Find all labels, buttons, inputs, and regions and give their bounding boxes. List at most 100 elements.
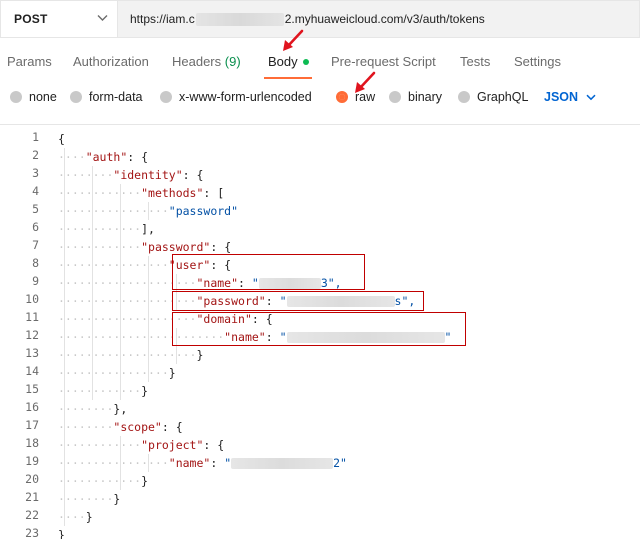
json-body[interactable]: { ····"auth": { ········"identity": { ··… (58, 125, 638, 539)
code-line: } (58, 526, 65, 539)
radio-label: raw (355, 90, 376, 104)
url-input[interactable]: https://iam.c 2.myhuaweicloud.com/v3/aut… (117, 0, 640, 38)
code-line: ····················"name": "3", (58, 274, 342, 292)
json-punctuation: } (113, 492, 121, 506)
json-key: "name" (224, 330, 266, 344)
radio-label: none (29, 90, 57, 104)
line-number: 9 (32, 274, 39, 288)
json-punctuation: : { (203, 438, 225, 452)
json-string: " (224, 456, 232, 470)
radio-button[interactable] (389, 91, 401, 103)
code-line: ············"methods": [ (58, 184, 224, 202)
line-number: 14 (25, 364, 39, 378)
whitespace-marker: ················ (58, 366, 169, 380)
radio-binary[interactable]: binary (389, 90, 442, 104)
radio-button[interactable] (70, 91, 82, 103)
tab-body[interactable]: Body (268, 54, 309, 69)
tab-authorization[interactable]: Authorization (73, 54, 149, 69)
radio-urlencoded[interactable]: x-www-form-urlencoded (160, 90, 312, 104)
method-select[interactable]: POST (0, 0, 117, 38)
line-number: 4 (32, 184, 39, 198)
tab-tests[interactable]: Tests (460, 54, 490, 69)
radio-label: binary (408, 90, 443, 104)
json-punctuation: }, (113, 402, 128, 416)
radio-graphql[interactable]: GraphQL (458, 90, 528, 104)
body-type-selector: none form-data x-www-form-urlencoded raw… (0, 86, 640, 112)
code-line: ············"project": { (58, 436, 224, 454)
red-arrow-icon (283, 29, 304, 51)
tab-settings[interactable]: Settings (514, 54, 561, 69)
redacted-region (286, 296, 395, 307)
whitespace-marker: ················ (58, 258, 169, 272)
format-label: JSON (544, 90, 579, 104)
code-line: ········"scope": { (58, 418, 183, 436)
line-number: 21 (25, 490, 39, 504)
whitespace-marker: ········ (58, 420, 114, 434)
radio-button[interactable] (10, 91, 22, 103)
code-line: ························"name": "" (58, 328, 451, 346)
whitespace-marker: ···· (58, 510, 86, 524)
json-punctuation: { (58, 132, 65, 146)
radio-form-data[interactable]: form-data (70, 90, 143, 104)
tab-params[interactable]: Params (7, 54, 52, 69)
code-line: ················"name": "2" (58, 454, 347, 472)
code-line: ····················} (58, 346, 203, 364)
json-string: "password" (168, 204, 239, 218)
active-tab-indicator (264, 77, 312, 79)
chevron-down-icon (97, 15, 108, 21)
radio-button[interactable] (160, 91, 172, 103)
radio-label: x-www-form-urlencoded (179, 90, 312, 104)
radio-none[interactable]: none (10, 90, 57, 104)
line-number: 5 (32, 202, 39, 216)
line-number: 23 (25, 526, 39, 539)
json-key: "user" (168, 258, 211, 272)
whitespace-marker: ························ (58, 330, 225, 344)
whitespace-marker: ········ (58, 492, 114, 506)
line-number: 2 (32, 148, 39, 162)
code-line: ············], (58, 220, 155, 238)
json-punctuation: } (85, 510, 93, 524)
red-arrow-icon (355, 71, 376, 93)
line-number: 7 (32, 238, 39, 252)
radio-button[interactable] (458, 91, 470, 103)
json-punctuation: : (265, 294, 280, 308)
code-line: ············"password": { (58, 238, 231, 256)
indent-guide (148, 202, 149, 220)
code-line: ····················"password": "s", (58, 292, 415, 310)
code-line: ····················"domain": { (58, 310, 273, 328)
tab-label: Tests (460, 54, 491, 69)
json-key: "password" (196, 294, 266, 308)
tab-label: Pre-request Script (331, 54, 436, 69)
body-active-dot (302, 58, 309, 65)
tab-pre-request-script[interactable]: Pre-request Script (331, 54, 436, 69)
code-line: ····"auth": { (58, 148, 148, 166)
whitespace-marker: ················ (58, 204, 169, 218)
whitespace-marker: ···················· (58, 276, 197, 290)
whitespace-marker: ········ (58, 168, 114, 182)
radio-button-selected[interactable] (336, 91, 348, 103)
indent-guide (148, 454, 149, 472)
tab-label: Settings (514, 54, 561, 69)
format-select[interactable]: JSON (544, 90, 596, 104)
json-punctuation: } (141, 384, 149, 398)
whitespace-marker: ········ (58, 402, 114, 416)
highlight-box-user (172, 254, 365, 290)
code-line: ········} (58, 490, 120, 508)
json-punctuation: ], (141, 222, 155, 236)
radio-raw[interactable]: raw (336, 90, 375, 104)
code-line: ················"password" (58, 202, 238, 220)
line-number: 19 (25, 454, 39, 468)
tab-headers[interactable]: Headers (9) (172, 54, 241, 69)
whitespace-marker: ···· (58, 150, 86, 164)
code-line: ············} (58, 382, 148, 400)
json-punctuation: : (238, 276, 252, 290)
whitespace-marker: ············ (58, 240, 142, 254)
line-number: 10 (25, 292, 39, 306)
json-punctuation: : { (210, 240, 232, 254)
code-line: ········}, (58, 400, 127, 418)
json-string: " (279, 294, 287, 308)
json-punctuation: : { (161, 420, 183, 434)
line-number: 22 (25, 508, 39, 522)
